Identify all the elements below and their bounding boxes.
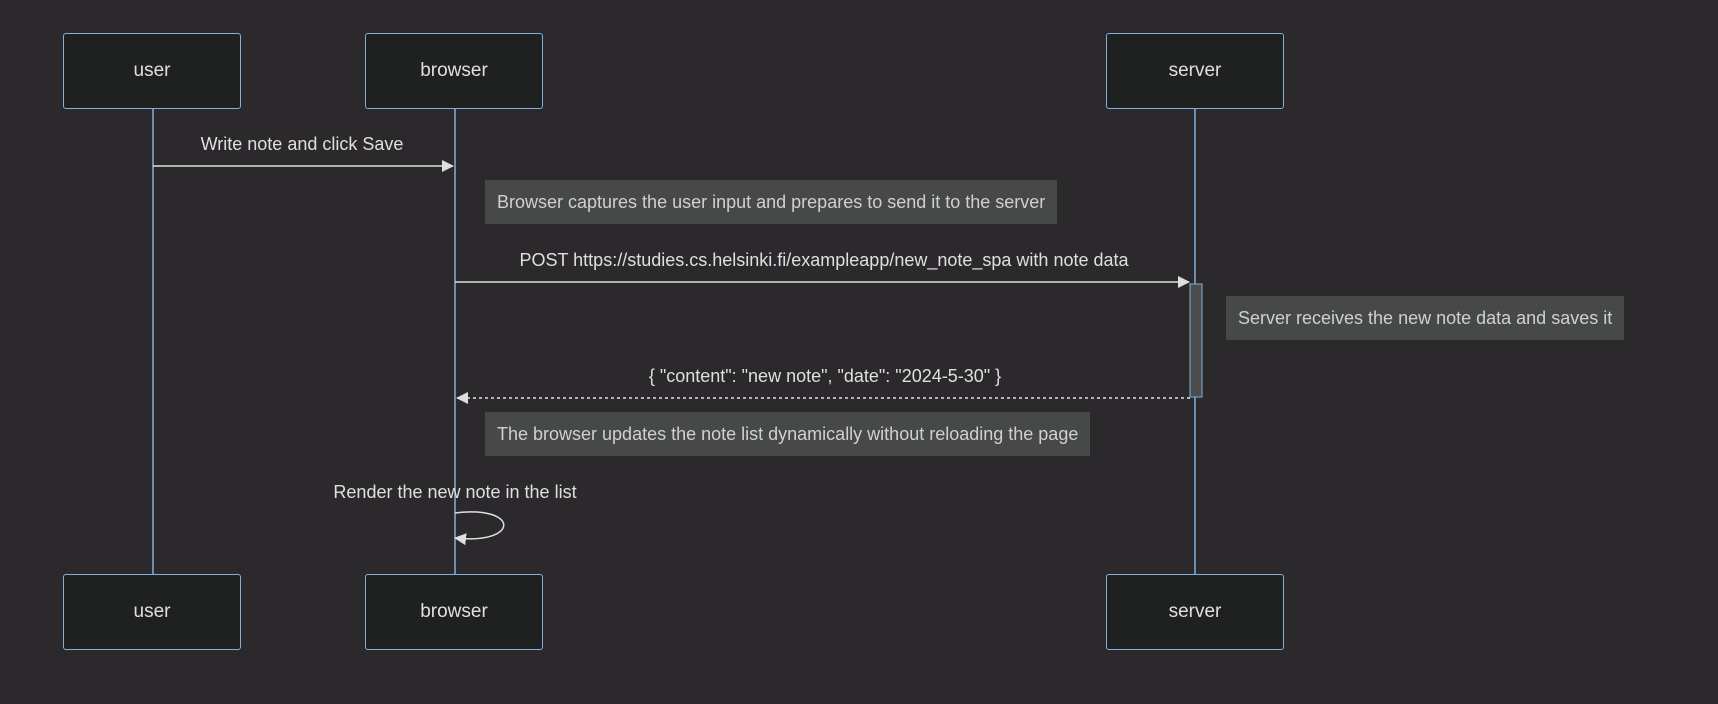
actor-user-bottom: user (63, 574, 241, 650)
message-label-write-note: Write note and click Save (200, 134, 404, 154)
message-label-render: Render the new note in the list (333, 482, 577, 502)
message-arrow-self-render (454, 511, 505, 546)
note-server-saves: Server receives the new note data and sa… (1226, 296, 1625, 340)
message-label-response: { "content": "new note", "date": "2024-5… (648, 366, 1002, 386)
actor-server-top: server (1106, 33, 1284, 109)
actor-browser-bottom: browser (365, 574, 543, 650)
note-browser-updates: The browser updates the note list dynami… (485, 412, 1091, 456)
server-activation (1189, 283, 1203, 398)
actor-browser-top: browser (365, 33, 543, 109)
message-label-post: POST https://studies.cs.helsinki.fi/exam… (519, 250, 1129, 270)
actor-server-bottom: server (1106, 574, 1284, 650)
actor-user-top: user (63, 33, 241, 109)
note-browser-captures: Browser captures the user input and prep… (485, 180, 1058, 224)
